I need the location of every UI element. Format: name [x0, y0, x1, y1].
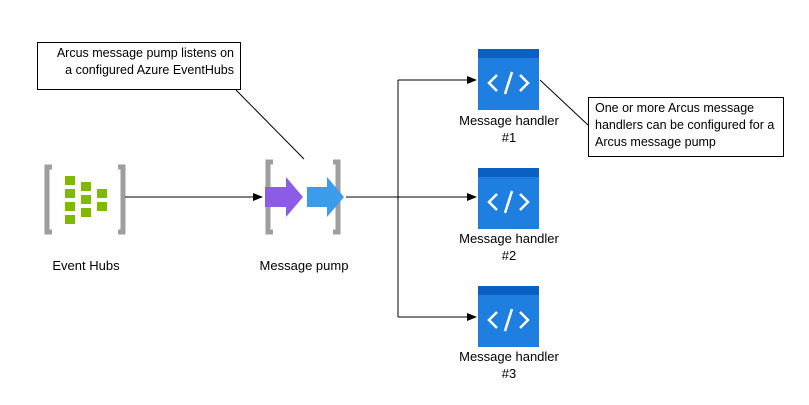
handler-1-label-line2: #1: [501, 130, 517, 145]
blue-arrow-icon: [307, 177, 344, 217]
handler-2-label-line2: #2: [501, 248, 517, 263]
handler-2-icon: [478, 168, 539, 229]
handlers-callout: One or more Arcus message handlers can b…: [588, 97, 784, 157]
handler-3-label-line2: #3: [501, 366, 517, 381]
handlers-callout-line1: One or more Arcus message: [595, 101, 755, 115]
pump-callout-leader: [235, 89, 305, 160]
event-hubs-green-cells: [65, 176, 107, 224]
handler-3-label-line1: Message handler: [459, 349, 559, 364]
message-pump-icon: [265, 159, 344, 235]
pump-callout: Arcus message pump listens on a configur…: [37, 42, 241, 90]
handler-3-label: Message handler #3: [443, 348, 575, 382]
event-hubs-label: Event Hubs: [52, 258, 120, 273]
handlers-callout-line2: handlers can be configured for a: [595, 118, 775, 132]
handler-2-label: Message handler #2: [443, 230, 575, 264]
message-pump-label: Message pump: [259, 258, 349, 273]
event-hubs-icon: [44, 164, 126, 235]
pump-callout-line1: Arcus message pump listens on: [56, 46, 234, 60]
handler-1-label-line1: Message handler: [459, 113, 559, 128]
handler-2-label-line1: Message handler: [459, 231, 559, 246]
handlers-callout-leader: [539, 79, 589, 126]
handler-1-icon: [478, 49, 539, 110]
pump-callout-line2: a configured Azure EventHubs: [65, 63, 234, 77]
handlers-callout-line3: Arcus message pump: [595, 135, 716, 149]
purple-arrow-icon: [265, 177, 303, 217]
handler-1-label: Message handler #1: [443, 112, 575, 146]
handler-3-icon: [478, 286, 539, 347]
